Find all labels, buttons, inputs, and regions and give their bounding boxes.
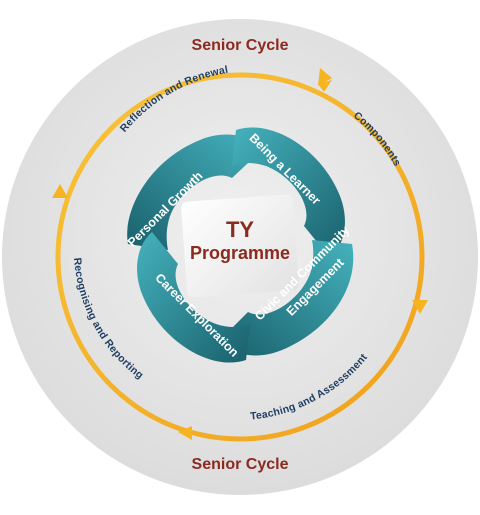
senior-cycle-bottom-label: Senior Cycle bbox=[192, 456, 289, 473]
center-title-line2: Programme bbox=[190, 243, 290, 263]
band-being-a-learner bbox=[232, 127, 345, 258]
arrow-ring bbox=[52, 68, 428, 442]
arrow-head-left bbox=[52, 184, 68, 198]
arrow-head-top-right bbox=[318, 68, 332, 86]
center-square bbox=[181, 194, 299, 298]
band-personal-growth bbox=[127, 134, 262, 250]
arrow-head-right bbox=[412, 300, 428, 314]
band-civic-community bbox=[220, 240, 354, 356]
arrow-head-bottom bbox=[178, 426, 192, 440]
senior-cycle-top-label: Senior Cycle bbox=[192, 37, 289, 54]
band-career-exploration bbox=[137, 232, 250, 363]
programme-bands bbox=[127, 127, 354, 363]
center-title-line1: TY bbox=[226, 217, 254, 242]
